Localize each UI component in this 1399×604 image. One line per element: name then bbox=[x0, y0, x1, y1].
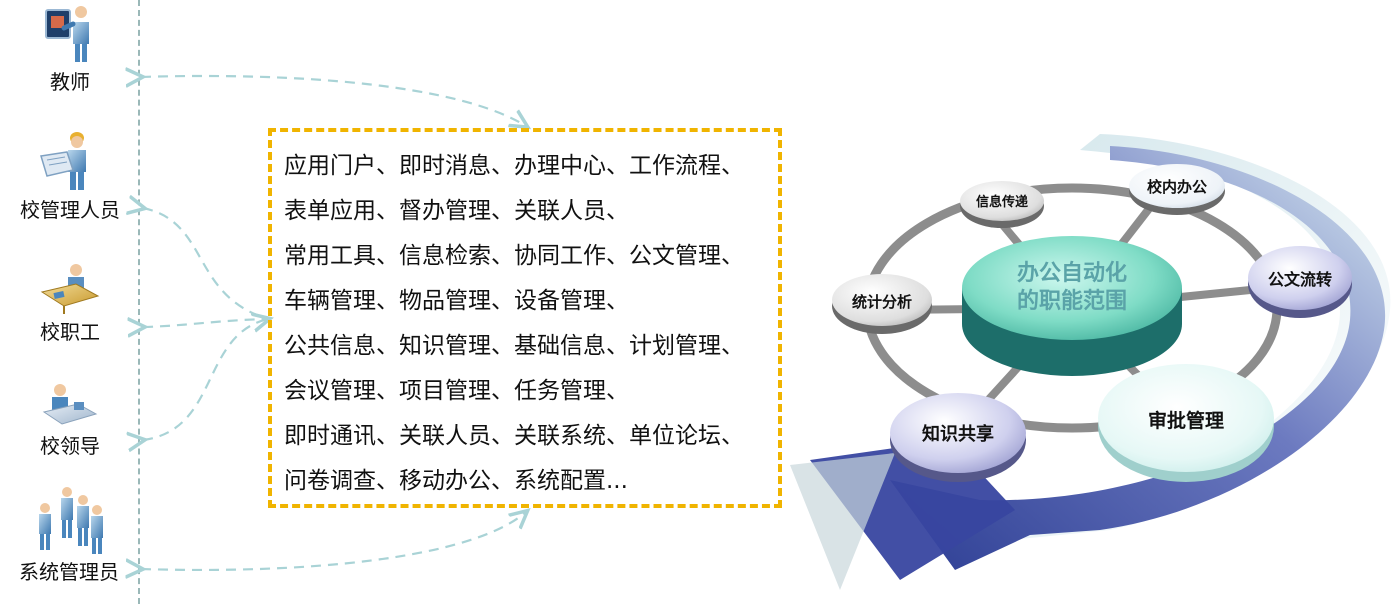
arrow-teacher-box bbox=[141, 76, 526, 126]
role-school-leader: 校领导 bbox=[5, 380, 135, 459]
svg-text:公文流转: 公文流转 bbox=[1268, 270, 1332, 289]
svg-text:校内办公: 校内办公 bbox=[1147, 178, 1207, 196]
function-list-box: 应用门户、即时消息、办理中心、工作流程、 表单应用、督办管理、关联人员、 常用工… bbox=[268, 128, 782, 508]
arrow-sysadmin-box bbox=[141, 512, 526, 570]
svg-text:知识共享: 知识共享 bbox=[922, 423, 994, 445]
node-campus-office: 校内办公 bbox=[1129, 164, 1225, 215]
node-statistics: 统计分析 bbox=[832, 274, 932, 334]
role-school-staff-admin: 校管理人员 bbox=[5, 130, 135, 223]
svg-text:统计分析: 统计分析 bbox=[852, 293, 912, 311]
function-line: 问卷调查、移动办公、系统配置... bbox=[284, 468, 628, 494]
arrow-leader bbox=[143, 319, 268, 440]
center-line-2: 的职能范围 bbox=[1017, 288, 1127, 314]
oa-function-wheel: 办公自动化 的职能范围 信息传递 校内办公 公文流转 统计分析 知识共享 审批管… bbox=[790, 134, 1391, 590]
node-approval: 审批管理 bbox=[1098, 364, 1274, 482]
role-label-school-staff-admin: 校管理人员 bbox=[20, 198, 120, 222]
function-line: 表单应用、督办管理、关联人员、 bbox=[284, 198, 629, 224]
svg-text:审批管理: 审批管理 bbox=[1148, 409, 1224, 432]
staff-with-documents-icon bbox=[5, 130, 135, 192]
function-line: 应用门户、即时消息、办理中心、工作流程、 bbox=[284, 153, 744, 179]
leader-at-desk-icon bbox=[5, 380, 135, 428]
node-document-flow: 公文流转 bbox=[1248, 246, 1352, 318]
role-label-school-leader: 校领导 bbox=[40, 434, 100, 458]
role-label-teacher: 教师 bbox=[50, 70, 90, 94]
center-line-1: 办公自动化 bbox=[1017, 260, 1127, 286]
arrow-staff-admin bbox=[143, 208, 269, 321]
svg-text:信息传递: 信息传递 bbox=[976, 194, 1028, 210]
node-info-transfer: 信息传递 bbox=[960, 181, 1044, 228]
center-hub: 办公自动化 的职能范围 bbox=[962, 236, 1182, 376]
group-of-people-icon bbox=[4, 484, 134, 558]
role-label-school-worker: 校职工 bbox=[40, 320, 100, 344]
band-arrow bbox=[890, 146, 1386, 570]
teacher-at-board-icon bbox=[5, 2, 135, 64]
function-line: 会议管理、项目管理、任务管理、 bbox=[284, 378, 629, 404]
role-label-system-admin: 系统管理员 bbox=[19, 560, 119, 584]
role-teacher: 教师 bbox=[5, 2, 135, 95]
role-system-admin: 系统管理员 bbox=[4, 484, 134, 585]
role-school-worker: 校职工 bbox=[5, 262, 135, 345]
divider-dashed-line bbox=[138, 0, 140, 604]
function-line: 公共信息、知识管理、基础信息、计划管理、 bbox=[284, 333, 744, 359]
function-line: 即时通讯、关联人员、关联系统、单位论坛、 bbox=[284, 423, 744, 449]
connector-arrows bbox=[0, 0, 800, 604]
function-line: 常用工具、信息检索、协同工作、公文管理、 bbox=[284, 243, 744, 269]
node-knowledge: 知识共享 bbox=[890, 393, 1026, 482]
function-line: 车辆管理、物品管理、设备管理、 bbox=[284, 288, 629, 314]
worker-at-desk-icon bbox=[5, 262, 135, 314]
band-arrow-tip-shadow bbox=[790, 453, 895, 590]
